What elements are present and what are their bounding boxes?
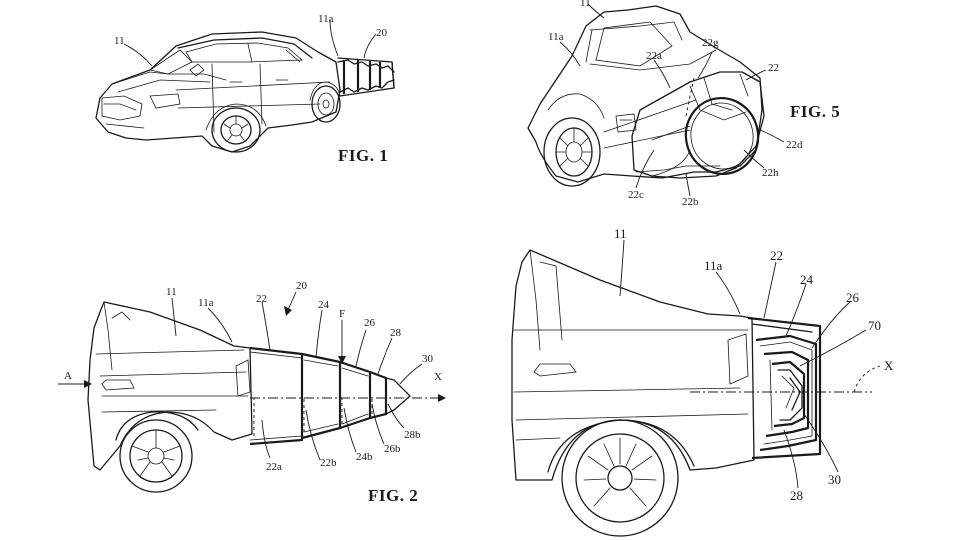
fig2-ref-F: F xyxy=(339,308,345,320)
fig5-ref-22g: 22g xyxy=(702,37,719,49)
fig2-leader-26b xyxy=(372,404,384,444)
fig1-tail-assembly xyxy=(338,58,394,96)
fig2-ref-11: 11 xyxy=(166,286,177,298)
fig5-leader-22d xyxy=(760,130,784,142)
fig3-leader-11a xyxy=(716,272,740,314)
fig1-ref-20: 20 xyxy=(376,27,388,39)
figure-3: 11 11a 22 24 26 70 X 28 30 xyxy=(512,226,894,536)
fig3-car-rear-illustration xyxy=(512,250,754,536)
fig3-ref-30: 30 xyxy=(828,472,841,487)
fig3-ref-26: 26 xyxy=(846,290,860,305)
fig3-ref-X: X xyxy=(884,358,894,373)
fig2-ref-11a: 11a xyxy=(198,297,214,309)
fig1-ref-11: 11 xyxy=(114,35,125,47)
fig2-caption: FIG. 2 xyxy=(368,486,418,505)
fig2-arrow-a-head xyxy=(84,380,92,388)
fig1-caption: FIG. 1 xyxy=(338,146,388,165)
fig2-ref-28b: 28b xyxy=(404,429,421,441)
fig2-tail-assembly xyxy=(250,348,410,444)
fig2-ref-26b: 26b xyxy=(384,443,401,455)
fig3-ref-11a: 11a xyxy=(704,258,723,273)
fig3-ref-28: 28 xyxy=(790,488,803,503)
fig3-ref-24: 24 xyxy=(800,272,814,287)
fig2-ref-20: 20 xyxy=(296,280,308,292)
fig1-leader-11a xyxy=(330,20,338,56)
fig5-leader-22c xyxy=(636,150,654,188)
fig2-ref-24b: 24b xyxy=(356,451,373,463)
fig5-ref-22c: 22c xyxy=(628,189,644,201)
fig2-ref-22a: 22a xyxy=(266,461,282,473)
fig2-ref-A: A xyxy=(64,370,72,382)
fig5-leader-22a xyxy=(654,60,670,88)
fig1-car-illustration xyxy=(96,32,340,152)
fig3-ref-70: 70 xyxy=(868,318,881,333)
figure-2: 11 11a 22 20 24 F 26 28 30 X A 22a 22b 2… xyxy=(58,280,446,505)
fig2-axis-arrowhead xyxy=(438,394,446,402)
fig2-ref-26: 26 xyxy=(364,317,376,329)
fig2-ref-28: 28 xyxy=(390,327,402,339)
fig3-tail-assembly-section xyxy=(748,318,820,458)
fig5-leader-22 xyxy=(746,70,766,80)
fig2-car-rear-illustration xyxy=(88,302,252,492)
fig5-ref-22d: 22d xyxy=(786,139,803,151)
fig3-ref-11: 11 xyxy=(614,226,627,241)
fig5-ref-22h: 22h xyxy=(762,167,779,179)
fig1-leader-11 xyxy=(124,44,152,66)
fig3-leader-22 xyxy=(764,262,776,318)
fig3-leader-70 xyxy=(800,330,866,366)
fig5-ref-22: 22 xyxy=(768,62,779,74)
figure-1: 11 11a 20 FIG. 1 xyxy=(96,13,394,165)
fig2-ref-22: 22 xyxy=(256,293,267,305)
fig2-ref-30: 30 xyxy=(422,353,434,365)
fig1-ref-11a: 11a xyxy=(318,13,334,25)
fig5-caption: FIG. 5 xyxy=(790,102,840,121)
fig2-leader-24 xyxy=(316,310,322,358)
fig3-ref-22: 22 xyxy=(770,248,783,263)
fig2-ref-22b: 22b xyxy=(320,457,337,469)
fig2-leader-24b xyxy=(344,408,356,452)
fig2-leader-11 xyxy=(172,298,176,336)
fig5-ref-11: 11 xyxy=(580,0,591,9)
fig3-leader-X xyxy=(854,366,880,392)
fig5-ref-11a: 11a xyxy=(548,31,564,43)
fig2-ref-X: X xyxy=(434,371,442,383)
fig2-leader-30 xyxy=(400,364,422,384)
fig2-leader-22 xyxy=(262,302,270,350)
fig2-leader-11a xyxy=(208,308,232,342)
fig2-arrow-20-shaft xyxy=(288,292,296,310)
fig2-leader-26 xyxy=(356,330,366,366)
fig5-ref-22a: 22a xyxy=(646,50,662,62)
fig2-ref-24: 24 xyxy=(318,299,330,311)
fig3-leader-24 xyxy=(786,284,806,336)
figure-5: 11 11a 22a 22g 22 22d 22h 22c 22b FIG. 5 xyxy=(528,0,840,208)
fig5-ref-22b: 22b xyxy=(682,196,699,208)
fig1-leader-20 xyxy=(364,34,376,58)
fig5-shroud-illustration xyxy=(632,72,765,181)
fig2-arrow-20-head xyxy=(284,306,292,316)
fig2-leader-28 xyxy=(378,338,392,374)
